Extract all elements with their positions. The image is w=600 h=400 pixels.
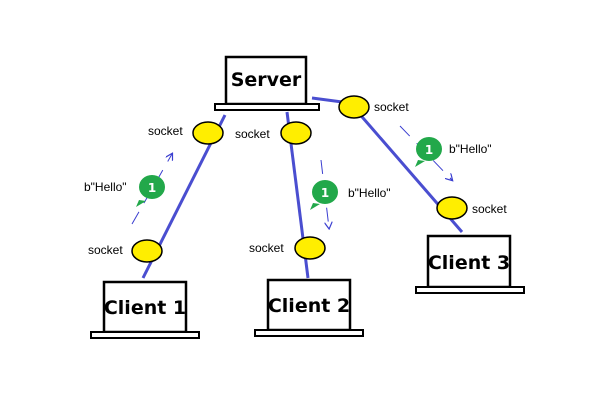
- message-text-client-1: b"Hello": [84, 180, 127, 194]
- badge-number: 1: [425, 143, 433, 157]
- client-1-box: [102, 280, 188, 334]
- message-arrow-client-1: [131, 154, 172, 225]
- client-3-node: Client 3: [415, 234, 525, 294]
- message-badge-client-1: 1: [136, 175, 165, 207]
- badge-bubble-icon: [310, 203, 320, 210]
- server-label: Server: [231, 69, 302, 91]
- client-1-node: Client 1: [90, 280, 200, 339]
- client-3-base: [415, 286, 525, 294]
- server-base: [214, 103, 320, 111]
- client-2-label: Client 2: [268, 295, 350, 317]
- client-2-box: [266, 278, 352, 332]
- socket-client-3: [436, 196, 468, 220]
- badge-number: 1: [321, 186, 329, 200]
- socket-label-server-left: socket: [148, 124, 183, 138]
- client-3-label: Client 3: [428, 252, 510, 274]
- badge-bubble-icon: [312, 180, 338, 204]
- server-box: [224, 55, 308, 106]
- socket-server-left: [192, 121, 224, 145]
- message-badge-client-3: 1: [415, 137, 442, 167]
- socket-label-client-3: socket: [472, 202, 507, 216]
- sockets: [131, 95, 468, 263]
- message-badge-client-2: 1: [310, 180, 338, 210]
- client-2-base: [254, 329, 364, 337]
- message-text-client-2: b"Hello": [348, 186, 391, 200]
- badge-number: 1: [148, 181, 156, 195]
- socket-label-server-middle: socket: [235, 127, 270, 141]
- client-1-base: [90, 331, 200, 339]
- socket-client-1: [131, 239, 163, 263]
- badge-bubble-icon: [416, 137, 442, 161]
- client-2-node: Client 2: [254, 278, 364, 337]
- badge-bubble-icon: [136, 200, 146, 207]
- badge-bubble-icon: [139, 175, 165, 199]
- client-1-label: Client 1: [104, 297, 186, 319]
- socket-server-middle: [280, 121, 312, 145]
- socket-server-right: [338, 95, 370, 119]
- server-node: Server: [214, 55, 320, 111]
- socket-labels: socket socket socket socket socket socke…: [88, 100, 507, 257]
- socket-label-client-1: socket: [88, 243, 123, 257]
- socket-label-server-right: socket: [374, 100, 409, 114]
- socket-client-2: [294, 236, 326, 260]
- badge-bubble-icon: [415, 160, 425, 167]
- socket-label-client-2: socket: [249, 241, 284, 255]
- message-text-client-3: b"Hello": [449, 142, 492, 156]
